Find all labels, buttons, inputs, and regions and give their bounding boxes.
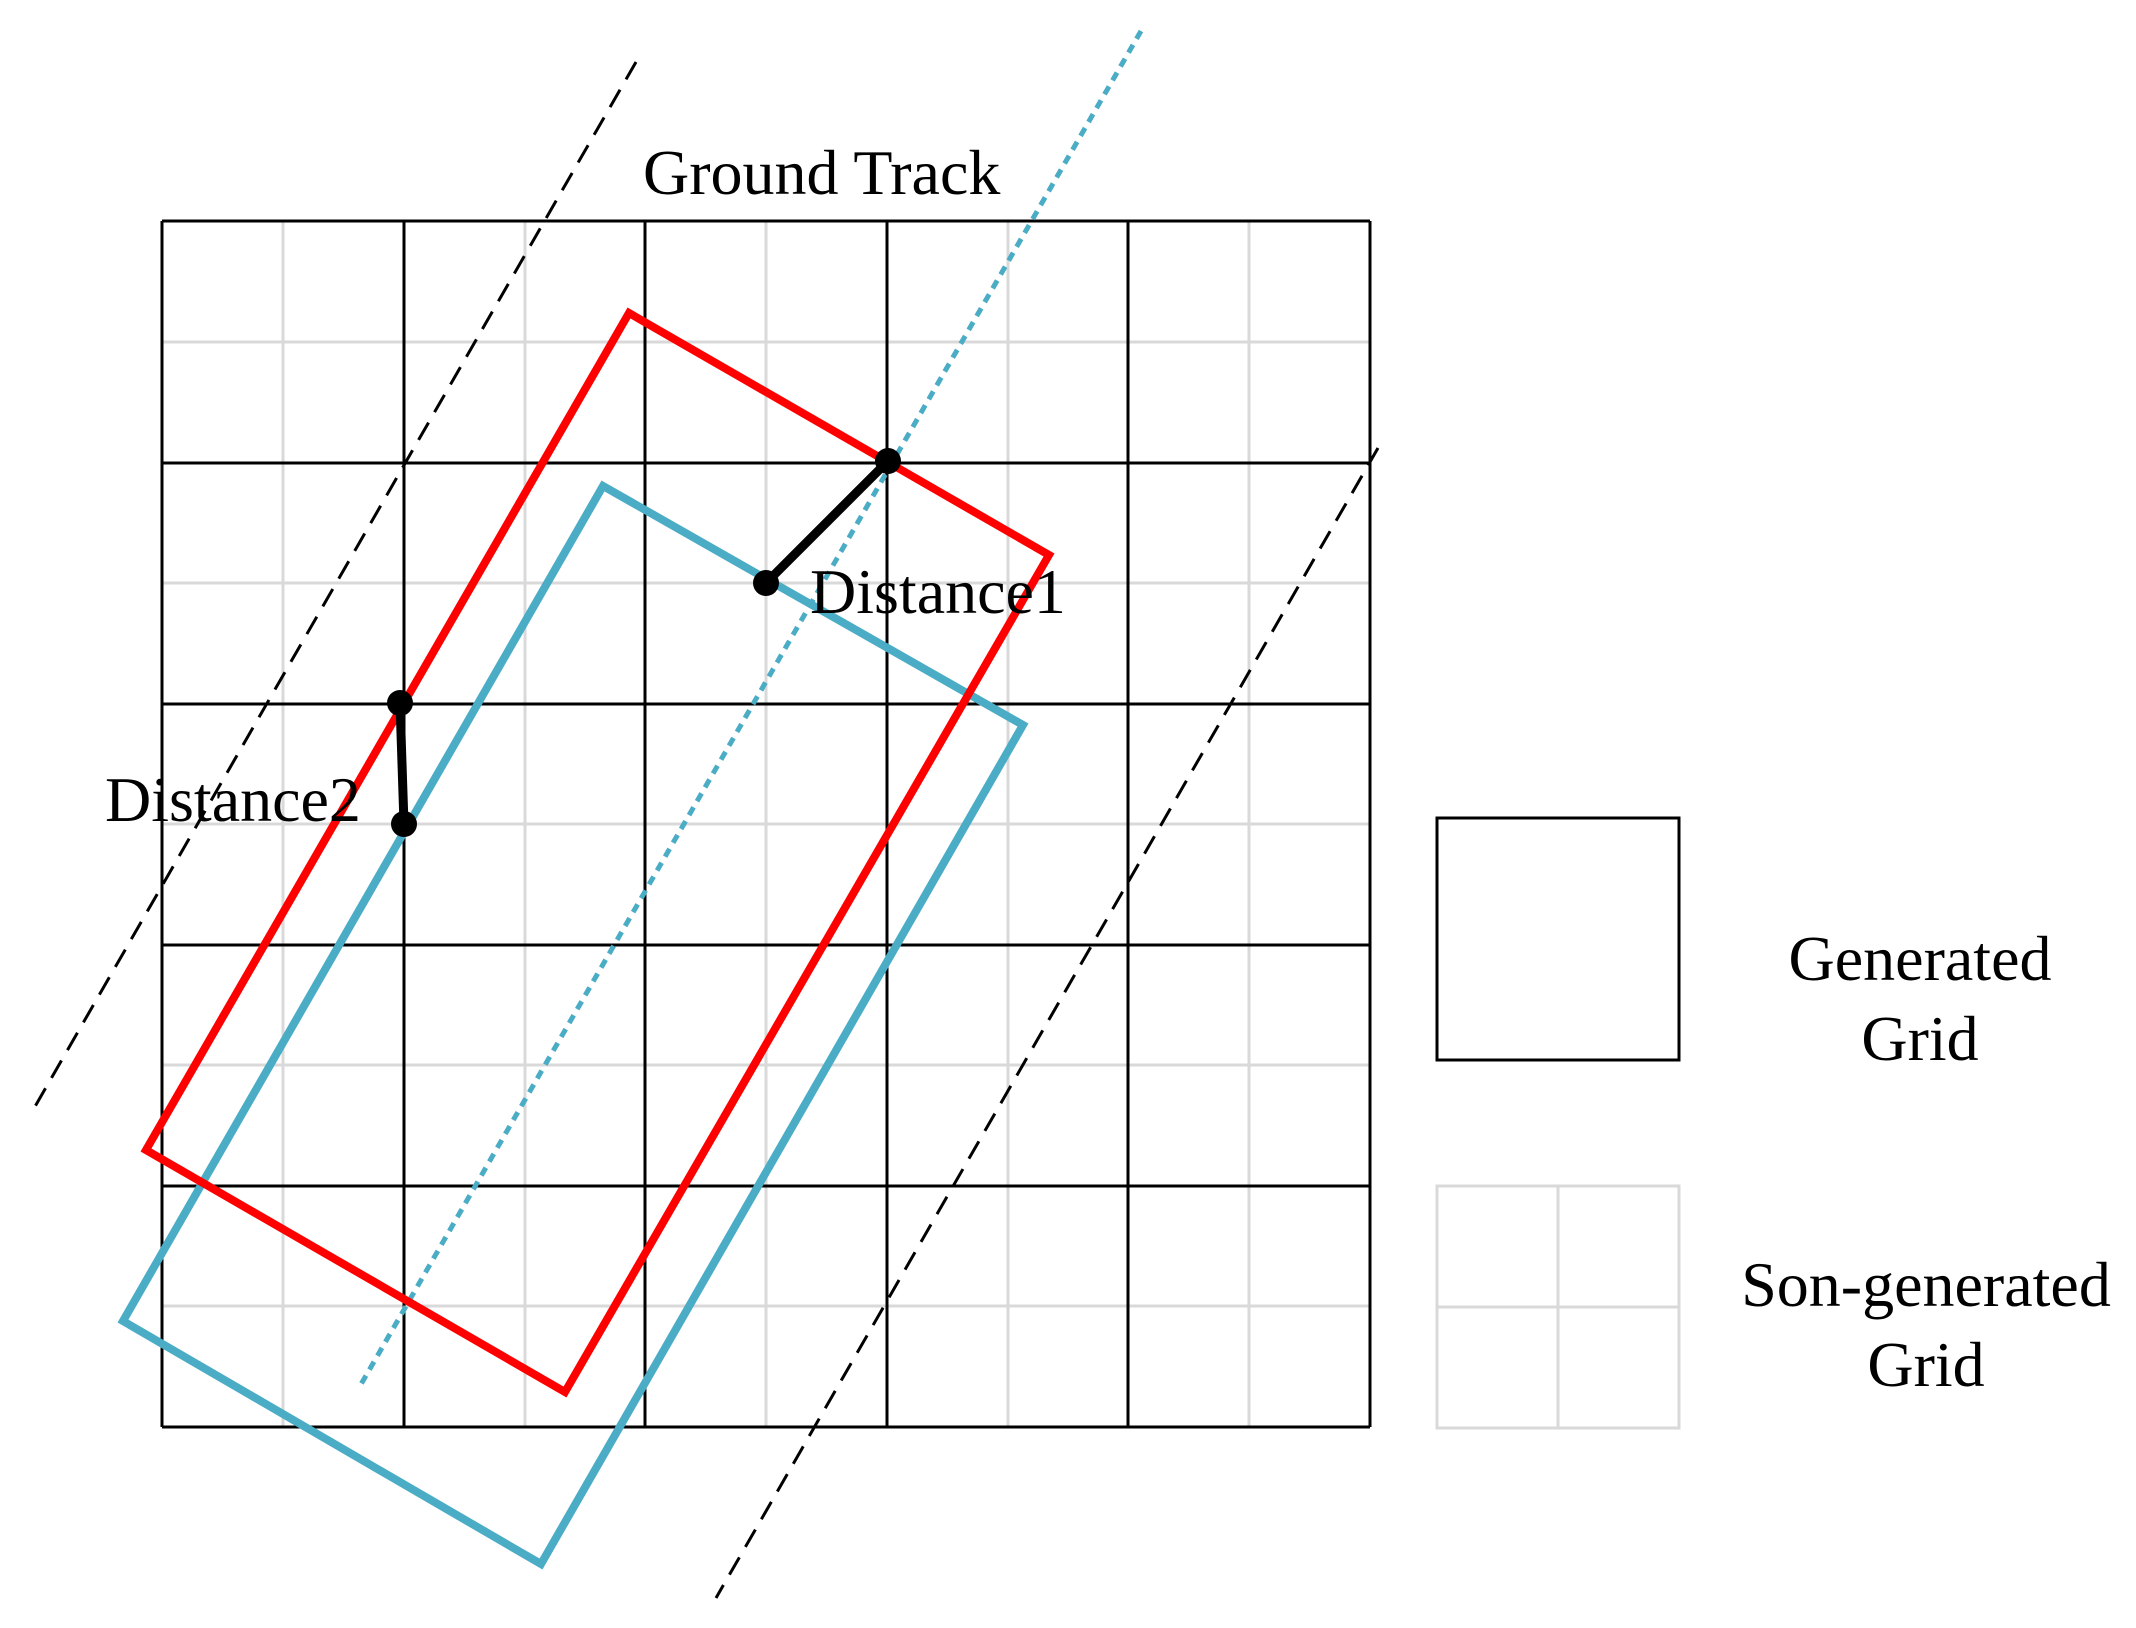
swath-boundary-left	[31, 61, 638, 1111]
distance1-label: Distance1	[810, 556, 1066, 627]
legend-generated-grid-line2: Grid	[1861, 1003, 1978, 1074]
distance2-start-point	[387, 690, 413, 716]
distance2-marker	[387, 690, 417, 837]
legend-son-generated-grid-line2: Grid	[1867, 1329, 1984, 1400]
legend-son-generated-grid: Son-generated Grid	[1435, 1184, 2111, 1430]
son-generated-grid-lines	[162, 221, 1370, 1427]
red-footprint-rectangle	[140, 307, 1055, 1398]
legend-generated-grid-line1: Generated	[1789, 923, 2052, 994]
legend-son-generated-grid-line1: Son-generated	[1741, 1249, 2111, 1320]
swath-boundary-right	[714, 447, 1380, 1599]
ground-track-label: Ground Track	[643, 137, 1000, 208]
distance2-label: Distance2	[105, 764, 361, 835]
distance1-end-point	[875, 448, 901, 474]
generated-grid-lines	[160, 219, 1372, 1429]
legend-generated-grid: Generated Grid	[1435, 816, 2052, 1074]
blue-footprint-rectangle	[117, 480, 1029, 1570]
ground-track-line	[357, 29, 1144, 1388]
distance2-end-point	[391, 811, 417, 837]
legend-generated-grid-swatch	[1435, 816, 1681, 1062]
legend-son-generated-grid-swatch	[1435, 1184, 1681, 1430]
distance1-marker	[753, 448, 901, 596]
distance1-start-point	[753, 570, 779, 596]
